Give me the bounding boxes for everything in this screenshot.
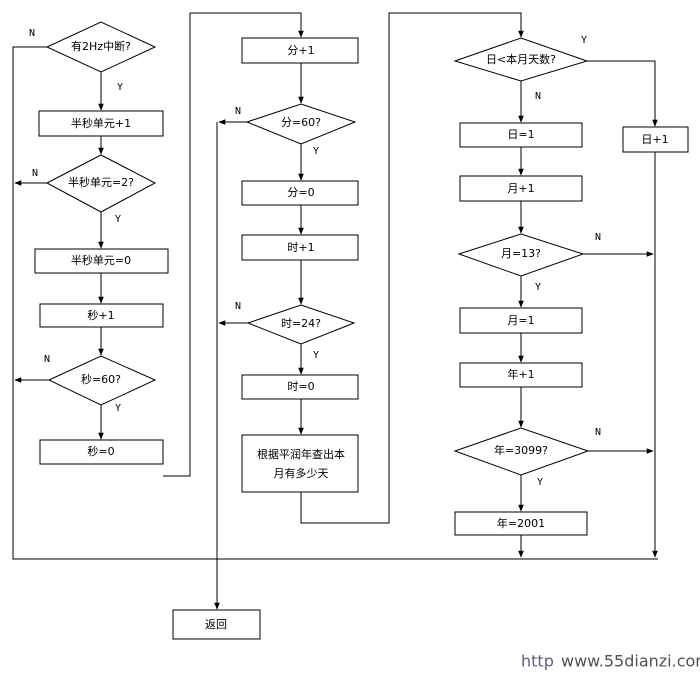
node-q-sec: 秒=60? <box>47 355 157 406</box>
node-days-lookup: 根据平润年查出本 月有多少天 <box>241 434 359 493</box>
node-day-one: 日=1 <box>459 122 583 148</box>
node-q-2hz-label: 有2Hz中断? <box>71 39 131 53</box>
label-y-sec: Y <box>115 403 121 414</box>
node-hour-inc: 时+1 <box>241 234 359 261</box>
node-q-hour: 时=24? <box>246 304 356 345</box>
node-return-label: 返回 <box>205 618 227 631</box>
node-min-inc: 分+1 <box>241 37 359 64</box>
node-sec-zero: 秒=0 <box>39 439 164 465</box>
label-n-half-sec: N <box>32 168 38 179</box>
node-q-min-label: 分=60? <box>281 116 321 129</box>
node-hour-zero: 时=0 <box>241 374 359 400</box>
label-y-2hz: Y <box>117 82 123 93</box>
node-q-hour-label: 时=24? <box>281 317 321 330</box>
node-day-one-label: 日=1 <box>507 128 534 141</box>
watermark: http www.55dianzi.com <box>521 652 700 671</box>
node-days-lookup-line1: 根据平润年查出本 <box>257 447 345 461</box>
label-y-half-sec: Y <box>115 214 121 225</box>
node-half-sec-inc: 半秒单元+1 <box>38 110 164 137</box>
label-n-month: N <box>595 232 601 243</box>
node-half-sec-zero: 半秒单元=0 <box>34 248 169 274</box>
node-half-sec-inc-label: 半秒单元+1 <box>71 116 131 130</box>
node-q-half-sec: 半秒单元=2? <box>45 154 157 213</box>
node-month-inc-label: 月+1 <box>507 182 534 195</box>
label-y-hour: Y <box>313 350 319 361</box>
label-n-year: N <box>595 427 601 438</box>
node-sec-zero-label: 秒=0 <box>87 444 114 458</box>
node-min-zero-label: 分=0 <box>287 186 314 199</box>
node-month-one: 月=1 <box>459 307 583 334</box>
node-year-inc: 年+1 <box>459 362 583 388</box>
label-n-2hz: N <box>29 28 35 39</box>
label-n-sec: N <box>44 354 50 365</box>
node-q-sec-label: 秒=60? <box>81 372 121 386</box>
connectors <box>12 12 658 610</box>
label-n-day: N <box>535 91 541 102</box>
node-days-lookup-line2: 月有多少天 <box>274 466 329 480</box>
node-day-inc-label: 日+1 <box>641 133 668 146</box>
node-day-inc: 日+1 <box>622 126 689 153</box>
node-year-reset-label: 年=2001 <box>497 516 545 530</box>
node-q-month-label: 月=13? <box>501 247 541 260</box>
node-q-year-label: 年=3099? <box>494 443 548 457</box>
label-n-hour: N <box>235 301 241 312</box>
node-q-year: 年=3099? <box>453 427 590 476</box>
node-hour-inc-label: 时+1 <box>287 241 314 254</box>
node-year-reset: 年=2001 <box>454 511 588 536</box>
watermark-right: www.55dianzi.com <box>561 652 700 671</box>
node-min-inc-label: 分+1 <box>287 44 314 57</box>
node-hour-zero-label: 时=0 <box>287 380 314 393</box>
node-q-min: 分=60? <box>245 103 357 145</box>
label-y-min: Y <box>313 146 319 157</box>
label-y-year: Y <box>537 477 543 488</box>
node-sec-inc-label: 秒+1 <box>87 308 114 322</box>
node-min-zero: 分=0 <box>241 180 359 206</box>
label-y-month: Y <box>535 282 541 293</box>
node-return: 返回 <box>172 609 261 640</box>
branch-labels: N Y N Y N Y N Y N Y Y N N Y N Y <box>29 28 601 488</box>
node-year-inc-label: 年+1 <box>507 367 534 381</box>
node-sec-inc: 秒+1 <box>39 303 164 328</box>
node-q-half-sec-label: 半秒单元=2? <box>68 175 134 189</box>
node-q-month: 月=13? <box>457 233 585 277</box>
label-n-min: N <box>235 106 241 117</box>
label-y-day: Y <box>581 35 587 46</box>
watermark-left: http <box>521 652 554 671</box>
node-half-sec-zero-label: 半秒单元=0 <box>71 253 131 267</box>
node-q-2hz: 有2Hz中断? <box>45 21 157 73</box>
node-month-one-label: 月=1 <box>507 314 534 327</box>
node-q-day-label: 日<本月天数? <box>486 52 556 66</box>
node-q-day: 日<本月天数? <box>453 37 589 82</box>
node-month-inc: 月+1 <box>459 175 583 202</box>
